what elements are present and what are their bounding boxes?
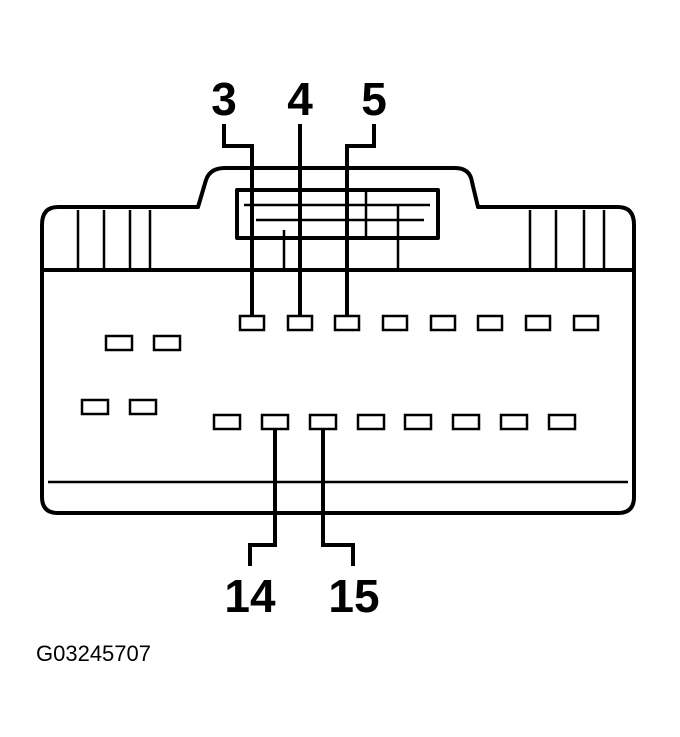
pin — [451, 413, 481, 431]
latch-detail — [244, 190, 430, 270]
pin — [308, 413, 338, 431]
pin — [286, 314, 314, 332]
pin-label-15: 15 — [328, 570, 379, 622]
pin — [104, 334, 134, 352]
right-ribs — [528, 210, 606, 268]
connector-housing — [40, 166, 636, 515]
pin — [476, 314, 504, 332]
leader-line-15 — [321, 429, 355, 566]
left-upper-pin-pair — [104, 334, 182, 352]
pin — [547, 413, 577, 431]
figure-id: G03245707 — [36, 641, 151, 666]
leader-line-5 — [345, 124, 376, 316]
pin — [212, 413, 242, 431]
leader-line-14 — [248, 429, 277, 566]
pin — [238, 314, 266, 332]
pin — [80, 398, 110, 416]
locking-latch — [235, 188, 440, 240]
pin-label-4: 4 — [287, 73, 313, 125]
pin — [260, 413, 290, 431]
pin — [152, 334, 182, 352]
pin — [524, 314, 552, 332]
left-lower-pin-pair — [80, 398, 158, 416]
pin — [429, 314, 457, 332]
pin — [499, 413, 529, 431]
pin — [333, 314, 361, 332]
left-ribs — [76, 210, 152, 268]
pin — [356, 413, 386, 431]
leader-line-3 — [222, 124, 254, 316]
lower-pin-row — [212, 413, 577, 431]
pin-label-14: 14 — [224, 570, 276, 622]
pin — [403, 413, 433, 431]
pin — [572, 314, 600, 332]
pin — [381, 314, 409, 332]
pin-label-5: 5 — [361, 73, 387, 125]
pin — [128, 398, 158, 416]
pin-label-3: 3 — [211, 73, 237, 125]
upper-pin-row — [238, 314, 600, 332]
